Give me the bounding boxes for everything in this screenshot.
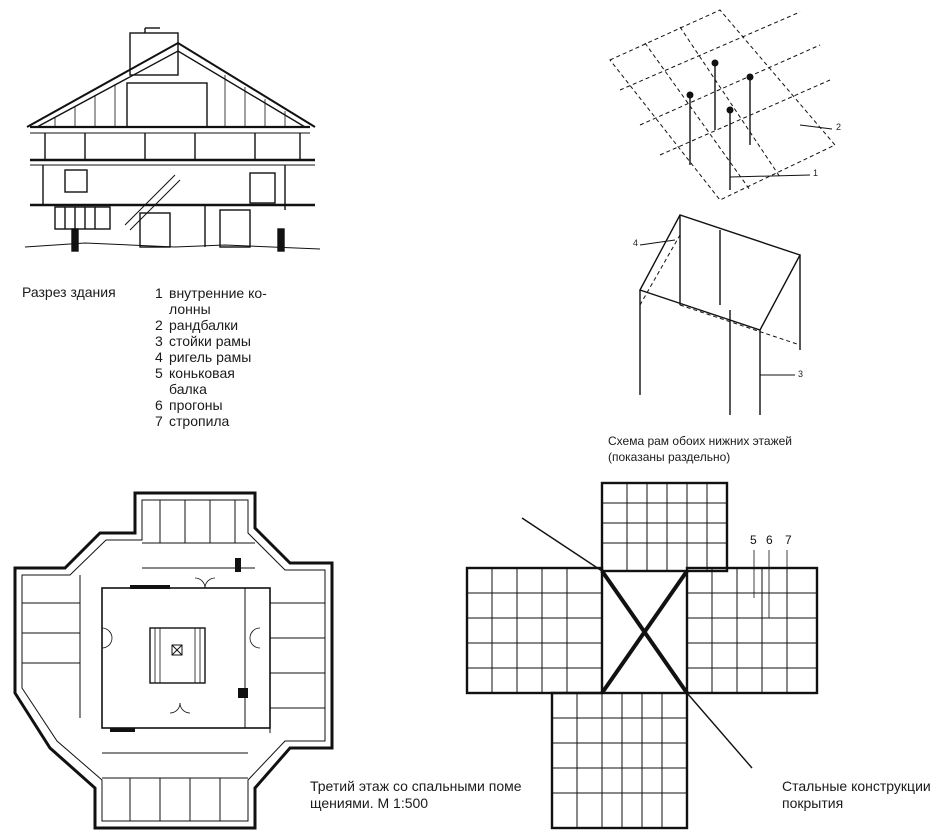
frame-scheme-drawing [600, 5, 860, 425]
legend-text: стойки рамы [169, 333, 251, 349]
callout-2: 2 [836, 122, 842, 132]
legend-text: рандбалки [169, 317, 239, 333]
legend-text: внутренние ко- лонны [169, 285, 267, 317]
floor-plan-drawing [10, 488, 345, 833]
legend-text: коньковая балка [169, 365, 235, 397]
callout-6: 6 [766, 533, 773, 547]
callout-1: 1 [813, 168, 819, 178]
callout-5: 5 [750, 533, 757, 547]
callout-7: 7 [785, 533, 792, 547]
frames-caption-line1: Схема рам обоих нижних этажей [608, 434, 792, 448]
roof-caption-line2: покрытия [782, 795, 844, 811]
frames-caption-line2: (показаны раздельно) [608, 450, 731, 464]
plan-caption-line1: Третий этаж со спальными поме [310, 778, 522, 794]
plan-caption-line2: щениями. М 1:500 [310, 795, 429, 811]
legend-text: стропила [169, 413, 230, 429]
roof-caption-line1: Стальные конструкции [782, 778, 931, 794]
legend-text: ригель рамы [169, 349, 252, 365]
section-caption: Разрез здания [22, 284, 116, 300]
callout-3: 3 [798, 369, 804, 379]
roof-structure-drawing [462, 478, 822, 833]
callout-4: 4 [633, 238, 639, 248]
legend-text: прогоны [169, 397, 223, 413]
building-section-drawing [25, 25, 325, 255]
